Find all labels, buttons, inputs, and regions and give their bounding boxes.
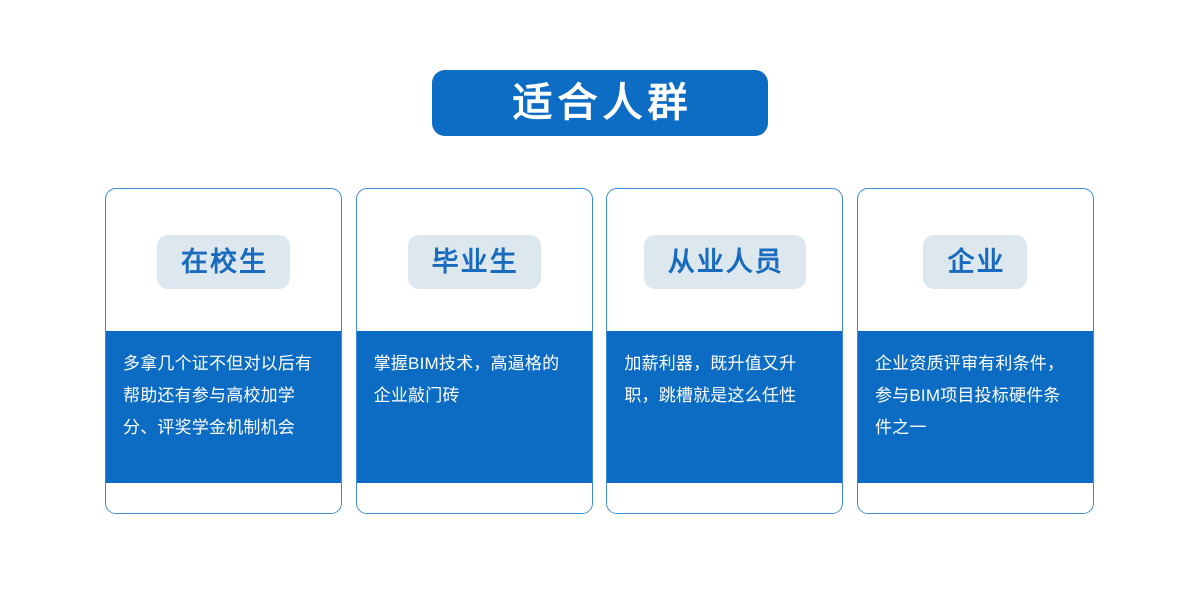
card-header: 毕业生 [357, 189, 592, 331]
card-description: 加薪利器，既升值又升职，跳槽就是这么任性 [624, 354, 797, 405]
card-header: 从业人员 [607, 189, 842, 331]
audience-card-students[interactable]: 在校生 多拿几个证不但对以后有帮助还有参与高校加学分、评奖学金机制机会 [105, 188, 342, 514]
audience-card-list: 在校生 多拿几个证不但对以后有帮助还有参与高校加学分、评奖学金机制机会 毕业生 … [105, 188, 1094, 514]
audience-card-practitioners[interactable]: 从业人员 加薪利器，既升值又升职，跳槽就是这么任性 [606, 188, 844, 514]
badge-label: 从业人员 [667, 246, 784, 277]
card-body: 企业资质评审有利条件，参与BIM项目投标硬件条件之一 [857, 331, 1093, 483]
card-footer-spacer [607, 483, 843, 513]
status-badge: 企业 [923, 235, 1028, 289]
status-badge: 从业人员 [643, 235, 806, 289]
card-description: 企业资质评审有利条件，参与BIM项目投标硬件条件之一 [874, 354, 1065, 437]
card-footer-spacer [857, 483, 1093, 513]
status-badge: 在校生 [157, 235, 290, 289]
page-title: 适合人群 [512, 81, 693, 125]
badge-label: 企业 [947, 246, 1006, 277]
card-description: 掌握BIM技术，高逼格的企业敲门砖 [373, 354, 560, 405]
card-body: 多拿几个证不但对以后有帮助还有参与高校加学分、评奖学金机制机会 [106, 331, 341, 483]
card-footer-spacer [356, 483, 592, 513]
card-description: 多拿几个证不但对以后有帮助还有参与高校加学分、评奖学金机制机会 [123, 354, 313, 437]
page-title-banner: 适合人群 [432, 70, 768, 136]
badge-label: 毕业生 [431, 246, 519, 277]
status-badge: 毕业生 [407, 235, 541, 289]
audience-card-graduates[interactable]: 毕业生 掌握BIM技术，高逼格的企业敲门砖 [355, 188, 593, 514]
page-title-container: 适合人群 [0, 70, 1200, 136]
card-header: 在校生 [106, 189, 341, 331]
audience-card-enterprises[interactable]: 企业 企业资质评审有利条件，参与BIM项目投标硬件条件之一 [856, 188, 1094, 514]
card-header: 企业 [858, 189, 1093, 331]
card-footer-spacer [106, 483, 341, 513]
card-body: 掌握BIM技术，高逼格的企业敲门砖 [356, 331, 592, 483]
badge-label: 在校生 [181, 246, 268, 277]
card-body: 加薪利器，既升值又升职，跳槽就是这么任性 [607, 331, 843, 483]
